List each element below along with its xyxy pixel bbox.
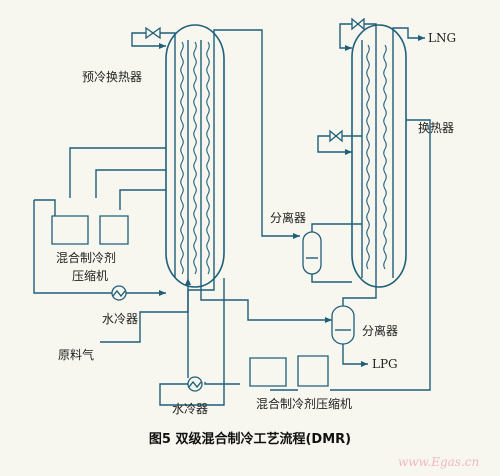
precool-exchanger-coils <box>180 41 210 275</box>
bottom-water-cooler <box>187 376 203 392</box>
label-feed-gas: 原料气 <box>58 347 94 362</box>
left-compressor-1 <box>51 215 89 245</box>
main-middle-valve <box>329 129 343 143</box>
precool-to-separator-bottom-line <box>200 278 332 323</box>
precool-to-separator-line <box>213 29 300 239</box>
label-separator-top: 分离器 <box>270 210 306 225</box>
left-compressor-2 <box>99 215 129 245</box>
label-lng: LNG <box>428 31 456 45</box>
label-water-cooler-left: 水冷器 <box>102 312 138 326</box>
bottom-compressor-piping <box>159 119 431 406</box>
bottom-compressor-1 <box>249 357 287 387</box>
label-water-cooler-bottom: 水冷器 <box>172 402 208 416</box>
figure-caption: 图5 双级混合制冷工艺流程(DMR) <box>149 431 351 447</box>
label-heat-exchanger: 换热器 <box>418 121 454 135</box>
precool-exchanger-tubes <box>174 40 215 278</box>
label-compressor-bottom: 混合制冷剂压缩机 <box>256 396 352 411</box>
left-compressor-piping <box>33 147 166 296</box>
lng-outlet <box>392 27 425 41</box>
label-compressor-left-line1: 混合制冷剂 <box>56 250 116 265</box>
label-separator-bottom: 分离器 <box>362 323 398 338</box>
label-lpg: LPG <box>372 357 398 371</box>
main-exchanger-coils <box>366 44 387 270</box>
bottom-compressor-2 <box>297 355 329 387</box>
main-top-valve <box>351 17 365 31</box>
main-top-loop <box>339 23 377 51</box>
separator-top <box>302 223 362 283</box>
left-water-cooler <box>111 285 127 301</box>
main-exchanger-tubes <box>361 40 394 278</box>
precool-top-loop <box>131 32 176 49</box>
label-compressor-left-line2: 压缩机 <box>72 268 108 283</box>
separator-bottom <box>331 278 377 367</box>
watermark: www.Egas.cn <box>398 455 479 469</box>
main-exchanger-shell <box>351 24 407 288</box>
label-precool-exchanger: 预冷换热器 <box>82 70 142 84</box>
precool-top-valve <box>145 26 161 40</box>
